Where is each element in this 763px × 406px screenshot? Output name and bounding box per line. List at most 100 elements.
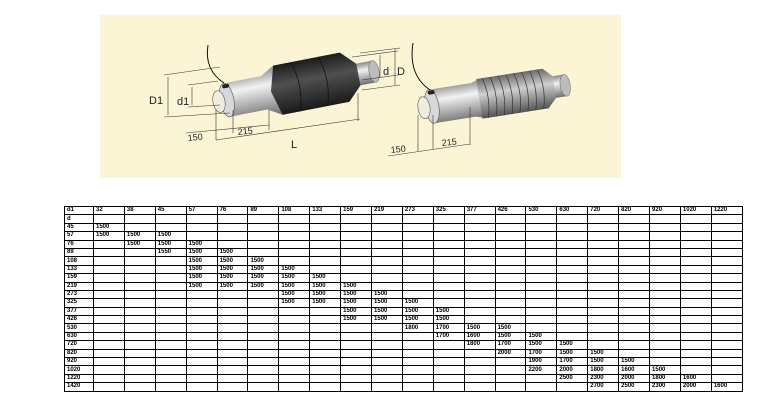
column-header: 273 [401, 205, 434, 216]
row-header: 530 [64, 323, 94, 333]
empty-cell [494, 256, 527, 266]
empty-cell [278, 382, 311, 392]
length-cell: 1500 [309, 298, 342, 308]
empty-cell [494, 273, 527, 283]
empty-cell [432, 365, 465, 375]
empty-cell [679, 357, 712, 367]
empty-cell [679, 239, 712, 249]
empty-cell [216, 298, 249, 308]
length-cell: 1500 [216, 281, 249, 291]
empty-cell [618, 256, 651, 266]
column-header: 920 [649, 205, 681, 216]
empty-cell [494, 357, 527, 367]
length-cell: 1500 [247, 264, 280, 275]
empty-cell [463, 315, 496, 325]
empty-cell [679, 289, 712, 300]
empty-cell [309, 222, 342, 233]
empty-cell [556, 289, 589, 300]
empty-cell [525, 382, 558, 392]
empty-cell [154, 348, 187, 359]
empty-cell [463, 289, 496, 300]
length-cell: 2000 [618, 373, 651, 384]
empty-cell [93, 373, 125, 384]
empty-cell [309, 323, 342, 333]
length-cell: 1500 [278, 298, 311, 308]
empty-cell [679, 222, 712, 233]
length-cell: 2500 [556, 373, 589, 384]
empty-cell [401, 289, 434, 300]
column-header: 219 [371, 205, 403, 216]
empty-cell [679, 273, 712, 283]
length-cell: 1500 [309, 281, 342, 291]
empty-cell [340, 264, 373, 275]
empty-cell [463, 382, 496, 392]
empty-cell [309, 231, 342, 241]
empty-cell [525, 264, 558, 275]
empty-cell [618, 239, 651, 249]
length-cell: 1600 [618, 365, 651, 375]
length-cell: 1500 [556, 340, 589, 350]
empty-cell [154, 373, 187, 384]
empty-cell [340, 214, 373, 224]
empty-cell [679, 315, 712, 325]
length-cell: 1500 [371, 315, 403, 325]
empty-cell [710, 331, 744, 342]
column-header: 530 [525, 205, 558, 216]
empty-cell [525, 231, 558, 241]
empty-cell [710, 298, 744, 308]
empty-cell [679, 306, 712, 317]
empty-cell [618, 306, 651, 317]
empty-cell [93, 298, 125, 308]
empty-cell [123, 323, 156, 333]
empty-cell [710, 348, 744, 359]
empty-cell [649, 357, 681, 367]
length-cell: 1500 [494, 331, 527, 342]
empty-cell [618, 231, 651, 241]
empty-cell [185, 331, 218, 342]
empty-cell [309, 264, 342, 275]
length-cell: 1500 [123, 231, 156, 241]
empty-cell [216, 306, 249, 317]
length-cell: 1900 [525, 357, 558, 367]
empty-cell [340, 348, 373, 359]
empty-cell [371, 256, 403, 266]
empty-cell [401, 281, 434, 291]
length-cell: 1600 [463, 331, 496, 342]
length-cell: 1500 [154, 239, 187, 249]
empty-cell [525, 247, 558, 258]
empty-cell [401, 340, 434, 350]
length-cell: 1500 [216, 273, 249, 283]
empty-cell [679, 365, 712, 375]
empty-cell [278, 348, 311, 359]
length-cell: 1500 [525, 340, 558, 350]
empty-cell [463, 348, 496, 359]
empty-cell [710, 222, 744, 233]
length-cell: 1500 [463, 323, 496, 333]
empty-cell [649, 331, 681, 342]
length-cell: 1500 [185, 247, 218, 258]
empty-cell [247, 239, 280, 249]
empty-cell [340, 382, 373, 392]
empty-cell [93, 256, 125, 266]
empty-cell [401, 348, 434, 359]
length-cell: 1500 [185, 273, 218, 283]
empty-cell [93, 382, 125, 392]
empty-cell [710, 231, 744, 241]
empty-cell [123, 289, 156, 300]
empty-cell [432, 357, 465, 367]
empty-cell [494, 214, 527, 224]
empty-cell [93, 357, 125, 367]
empty-cell [463, 298, 496, 308]
length-cell: 1500 [340, 298, 373, 308]
empty-cell [494, 281, 527, 291]
empty-cell [494, 231, 527, 241]
row-header: 133 [64, 264, 94, 275]
empty-cell [93, 289, 125, 300]
length-cell: 1500 [340, 281, 373, 291]
empty-cell [556, 273, 589, 283]
empty-cell [587, 247, 620, 258]
empty-cell [123, 222, 156, 233]
